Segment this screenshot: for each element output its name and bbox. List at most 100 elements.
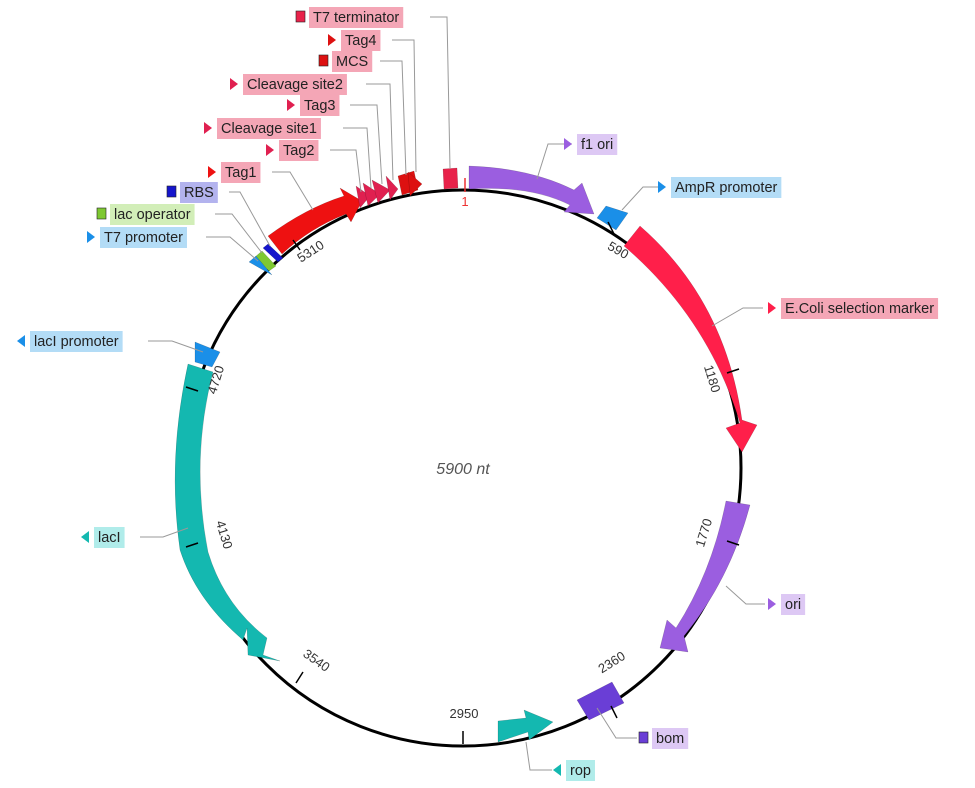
label-cleavage-site1[interactable]: Cleavage site1 — [204, 118, 321, 139]
label-background — [652, 728, 689, 749]
label-marker-icon — [87, 231, 95, 243]
label-marker-icon — [318, 54, 329, 67]
label-tag1[interactable]: Tag1 — [208, 162, 261, 183]
label-text: Tag3 — [304, 98, 335, 114]
label-ampr-promoter[interactable]: AmpR promoter — [658, 177, 782, 198]
label-text: rop — [570, 763, 591, 779]
leader-lines — [140, 16, 765, 771]
label-background — [566, 760, 595, 781]
feature-tag4-arrow[interactable] — [407, 171, 423, 197]
feature-tag3-arrow[interactable] — [371, 179, 391, 204]
feature-rbs-block[interactable] — [262, 243, 284, 263]
label-cleavage-site2[interactable]: Cleavage site2 — [230, 74, 347, 95]
tick-label: 4130 — [213, 519, 236, 551]
feature-ampr-promoter-arrow[interactable] — [596, 205, 629, 231]
label-marker-icon — [658, 181, 666, 193]
label-text: lac operator — [114, 207, 191, 223]
label-background — [341, 30, 381, 51]
label-background — [94, 527, 125, 548]
feature-t7-promoter-arrow[interactable] — [248, 255, 273, 276]
label-mcs[interactable]: MCS — [318, 51, 373, 72]
label-text: Tag1 — [225, 165, 256, 181]
label-text: AmpR promoter — [675, 180, 778, 196]
tick-marks — [185, 221, 740, 744]
tick-label: 2360 — [595, 648, 627, 676]
label-t7-terminator[interactable]: T7 terminator — [295, 7, 404, 28]
label-text: lacI — [98, 530, 121, 546]
label-t7-promoter[interactable]: T7 promoter — [87, 227, 187, 248]
label-background — [221, 162, 261, 183]
label-tag2[interactable]: Tag2 — [266, 140, 319, 161]
origin-label: 1 — [461, 194, 468, 209]
tick-label: 1770 — [692, 517, 715, 549]
label-text: E.Coli selection marker — [785, 301, 934, 317]
label-text: Cleavage site1 — [221, 121, 317, 137]
label-marker-icon — [553, 764, 561, 776]
label-text: Cleavage site2 — [247, 77, 343, 93]
feature-rop-arrow[interactable] — [497, 709, 554, 743]
feature-tag2-arrow[interactable] — [355, 185, 371, 209]
label-background — [781, 298, 939, 319]
total-length-label: 5900 nt — [436, 461, 490, 478]
label-rbs[interactable]: RBS — [166, 182, 218, 203]
feature-bom-block[interactable] — [576, 681, 625, 721]
label-marker-icon — [638, 731, 649, 744]
label-background — [243, 74, 347, 95]
label-marker-icon — [328, 34, 336, 46]
label-marker-icon — [208, 166, 216, 178]
label-marker-icon — [17, 335, 25, 347]
label-lac-operator[interactable]: lac operator — [96, 204, 195, 225]
label-background — [781, 594, 806, 615]
label-text: RBS — [184, 185, 214, 201]
label-background — [671, 177, 782, 198]
feature-laci-arrow[interactable] — [174, 363, 281, 662]
label-background — [279, 140, 319, 161]
feature-cleavage-site2-arrow[interactable] — [385, 175, 399, 201]
label-background — [309, 7, 404, 28]
label-marker-icon — [287, 99, 295, 111]
tick-label: 2950 — [450, 706, 479, 721]
label-bom[interactable]: bom — [638, 728, 689, 749]
label-laci-promoter[interactable]: lacI promoter — [17, 331, 123, 352]
label-background — [332, 51, 373, 72]
feature-shapes — [174, 165, 758, 743]
label-text: Tag2 — [283, 143, 314, 159]
label-rop[interactable]: rop — [553, 760, 595, 781]
label-marker-icon — [768, 302, 776, 314]
label-ecoli-selection-marker[interactable]: E.Coli selection marker — [768, 298, 939, 319]
label-marker-icon — [564, 138, 572, 150]
label-marker-icon — [204, 122, 212, 134]
label-text: bom — [656, 731, 684, 747]
label-background — [30, 331, 123, 352]
feature-laci-promoter-arrow[interactable] — [194, 341, 221, 368]
label-text: ori — [785, 597, 801, 613]
label-background — [577, 134, 618, 155]
label-marker-icon — [230, 78, 238, 90]
feature-ori-arrow[interactable] — [659, 500, 751, 653]
feature-f1-ori-arrow[interactable] — [468, 165, 595, 215]
label-marker-icon — [96, 207, 107, 220]
label-background — [300, 95, 340, 116]
label-marker-icon — [166, 185, 177, 198]
tick-labels: 590 1180 1770 2360 2950 3540 4130 4720 5… — [204, 237, 723, 721]
label-text: T7 promoter — [104, 230, 183, 246]
label-f1-ori[interactable]: f1 ori — [564, 134, 618, 155]
label-tag4[interactable]: Tag4 — [328, 30, 381, 51]
tick-label: 5310 — [294, 237, 326, 265]
feature-t7-terminator-block[interactable] — [442, 167, 459, 190]
label-text: lacI promoter — [34, 334, 119, 350]
tick-label: 3540 — [300, 646, 332, 675]
label-background — [217, 118, 321, 139]
label-ori[interactable]: ori — [768, 594, 806, 615]
label-text: f1 ori — [581, 137, 613, 153]
feature-cleavage-site1-arrow[interactable] — [362, 182, 381, 207]
label-marker-icon — [266, 144, 274, 156]
label-laci[interactable]: lacI — [81, 527, 125, 548]
label-tag3[interactable]: Tag3 — [287, 95, 340, 116]
label-text: Tag4 — [345, 33, 376, 49]
label-text: T7 terminator — [313, 10, 399, 26]
feature-ecoli-selection-marker-arrow[interactable] — [623, 225, 758, 453]
label-marker-icon — [81, 531, 89, 543]
label-marker-icon — [768, 598, 776, 610]
